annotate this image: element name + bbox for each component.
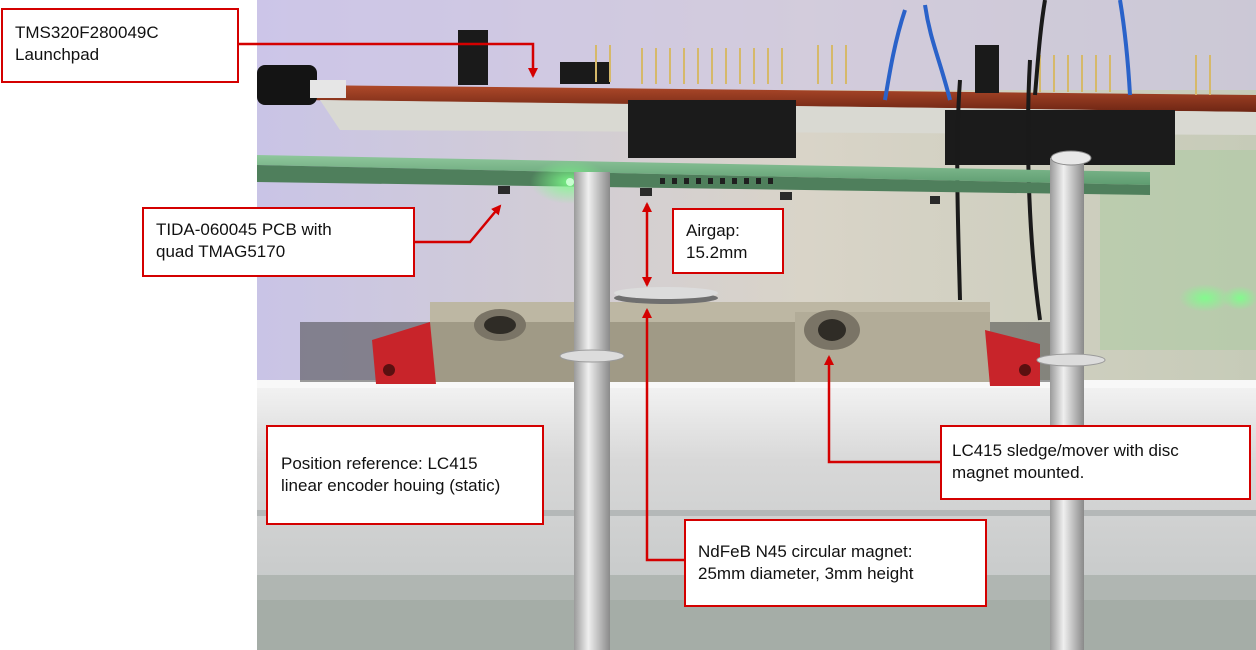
position-reference-callout: Position reference: LC415 linear encoder…: [266, 425, 544, 525]
magnet-callout-line1: NdFeB N45 circular magnet:: [698, 542, 913, 561]
launchpad-callout: TMS320F280049C Launchpad: [1, 8, 239, 83]
launchpad-board: [257, 0, 1256, 321]
magnet-callout-line2: 25mm diameter, 3mm height: [698, 564, 914, 583]
launchpad-callout-line1: TMS320F280049C: [15, 23, 159, 42]
pcb-callout-line1: TIDA-060045 PCB with: [156, 220, 332, 239]
sledge-callout: LC415 sledge/mover with disc magnet moun…: [940, 425, 1251, 500]
sledge-body: [300, 302, 1060, 386]
airgap-callout-line1: Airgap:: [686, 221, 740, 240]
airgap-callout: Airgap: 15.2mm: [672, 208, 784, 274]
position-reference-callout-line1: Position reference: LC415: [281, 454, 478, 473]
sledge-callout-line1: LC415 sledge/mover with disc: [952, 441, 1179, 460]
pcb-callout-line2: quad TMAG5170: [156, 242, 286, 261]
pcb-callout: TIDA-060045 PCB with quad TMAG5170: [142, 207, 415, 277]
standoffs: [559, 150, 1106, 650]
tida-pcb-board: [257, 155, 1150, 204]
airgap-callout-line2: 15.2mm: [686, 243, 748, 262]
disc-magnet: [614, 287, 718, 304]
sledge-callout-line2: magnet mounted.: [952, 463, 1085, 482]
magnet-callout: NdFeB N45 circular magnet: 25mm diameter…: [684, 519, 987, 607]
launchpad-callout-line2: Launchpad: [15, 45, 100, 64]
position-reference-callout-line2: linear encoder houing (static): [281, 476, 501, 495]
leader-lines: [238, 42, 940, 562]
status-leds: [1179, 284, 1256, 312]
